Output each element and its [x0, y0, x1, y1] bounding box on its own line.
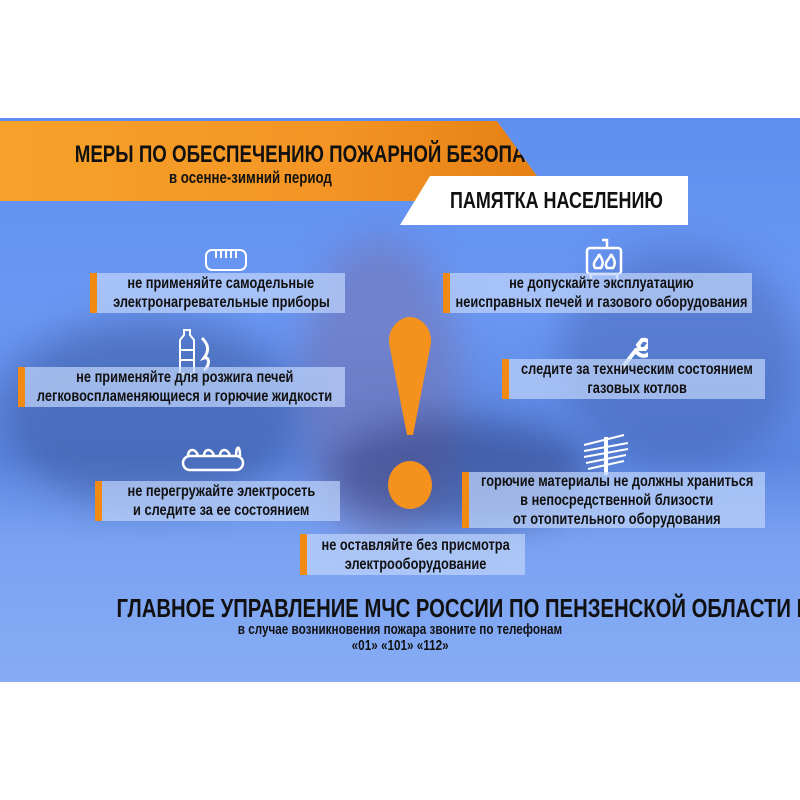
tip-line: не перегружайте электросеть — [127, 483, 315, 500]
memo-text: ПАМЯТКА НАСЕЛЕНИЮ — [450, 187, 663, 213]
tip-line: горючие материалы не должны храниться — [480, 472, 754, 490]
tip-overload-grid: не перегружайте электросеть и следите за … — [95, 481, 340, 521]
tip-line: не оставляйте без присмотра — [321, 536, 511, 554]
tip-faulty-stoves: не допускайте эксплуатацию неисправных пе… — [443, 273, 752, 313]
tip-line: следите за техническим состоянием — [521, 361, 753, 378]
poster-title: МЕРЫ ПО ОБЕСПЕЧЕНИЮ ПОЖАРНОЙ БЕЗОПАСНОСТ… — [74, 141, 605, 168]
tip-homemade-heaters: не применяйте самодельные электронагреват… — [90, 273, 345, 313]
exclamation-mark-icon — [388, 317, 432, 509]
tip-line: газовых котлов — [587, 380, 687, 397]
memo-label: ПАМЯТКА НАСЕЛЕНИЮ — [400, 176, 688, 225]
tip-line: и следите за ее состоянием — [132, 502, 310, 519]
tip-line: от отопительного оборудования — [513, 510, 721, 528]
emergency-phones: «01» «101» «112» — [351, 637, 449, 654]
poster-subtitle: в осенне-зимний период — [168, 168, 332, 187]
tip-line: электронагревательные приборы — [112, 294, 330, 311]
tip-line: не применяйте самодельные — [127, 275, 315, 292]
tip-line: легковоспламеняющиеся и горючие жидкости — [37, 388, 333, 405]
tip-line: не допускайте эксплуатацию — [508, 275, 694, 292]
planks-icon — [583, 434, 629, 475]
footer-title: ГЛАВНОЕ УПРАВЛЕНИЕ МЧС РОССИИ ПО ПЕНЗЕНС… — [116, 593, 800, 623]
heater-icon — [205, 249, 247, 271]
power-strip-icon — [181, 446, 245, 472]
tip-line: электрооборудование — [345, 555, 487, 573]
tip-flammable-liquids: не применяйте для розжига печей легковосп… — [18, 367, 345, 407]
tip-gas-boilers: следите за техническим состоянием газовых… — [502, 359, 765, 399]
trees — [0, 318, 300, 508]
footer-subtitle: в случае возникновения пожара звоните по… — [237, 621, 563, 638]
tip-line: в непосредственной близости — [520, 491, 714, 509]
tip-line: неисправных печей и газового оборудовани… — [455, 294, 747, 311]
tip-line: не применяйте для розжига печей — [76, 369, 294, 386]
bottle-fire-icon — [179, 329, 210, 375]
poster: МЕРЫ ПО ОБЕСПЕЧЕНИЮ ПОЖАРНОЙ БЕЗОПАСНОСТ… — [0, 118, 800, 682]
